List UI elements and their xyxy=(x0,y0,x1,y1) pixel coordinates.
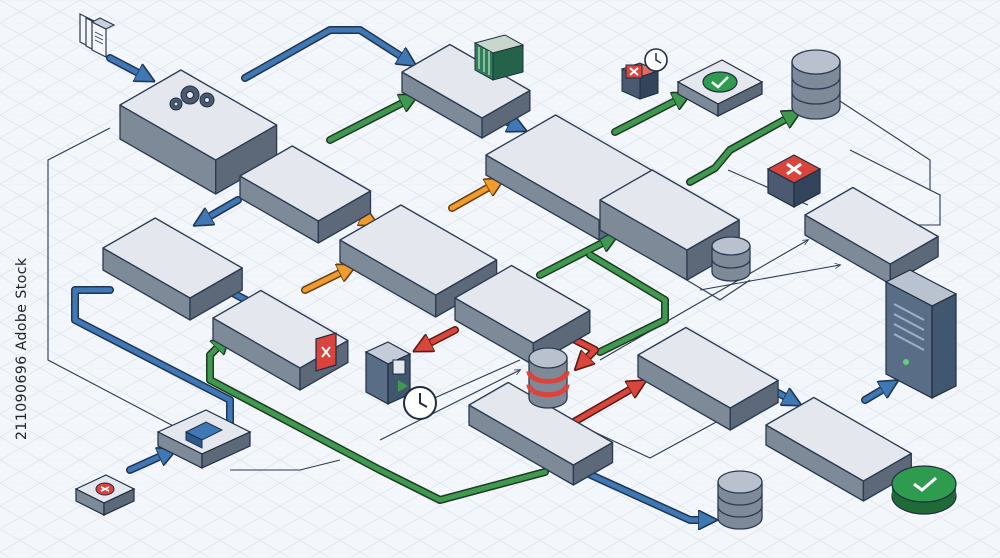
database-icon xyxy=(711,236,751,282)
server-tower-icon xyxy=(884,269,958,399)
error-box-icon xyxy=(620,62,660,100)
binders-icon xyxy=(473,34,525,81)
process-block-top xyxy=(401,43,531,139)
flow-arrows xyxy=(71,26,900,520)
error-box-icon xyxy=(74,474,136,516)
process-block-far-right xyxy=(804,186,939,285)
error-box-icon xyxy=(766,154,822,209)
clock-icon xyxy=(644,48,668,72)
process-block-lower-right xyxy=(637,326,779,431)
process-blocks xyxy=(102,43,939,502)
stock-id-watermark: 211090696 Adobe Stock xyxy=(14,257,30,440)
flag-error-icon xyxy=(315,332,337,372)
device-tile-icon xyxy=(156,409,252,469)
clock-icon xyxy=(403,386,437,420)
database-icon xyxy=(526,347,570,409)
thin-connectors xyxy=(47,87,941,471)
database-icon xyxy=(717,470,763,530)
documents-icon xyxy=(79,13,116,58)
databases xyxy=(526,49,841,530)
process-block-bottom-center xyxy=(468,381,614,486)
cash-register-icon xyxy=(364,341,412,406)
process-block-left xyxy=(102,217,243,321)
decision-block-upper xyxy=(239,145,372,244)
process-block-center xyxy=(339,204,498,318)
database-icon xyxy=(791,49,841,120)
success-check-icon xyxy=(676,59,764,118)
success-check-icon xyxy=(891,465,957,515)
gears-icon xyxy=(169,85,215,111)
gear-process-block xyxy=(119,69,278,195)
